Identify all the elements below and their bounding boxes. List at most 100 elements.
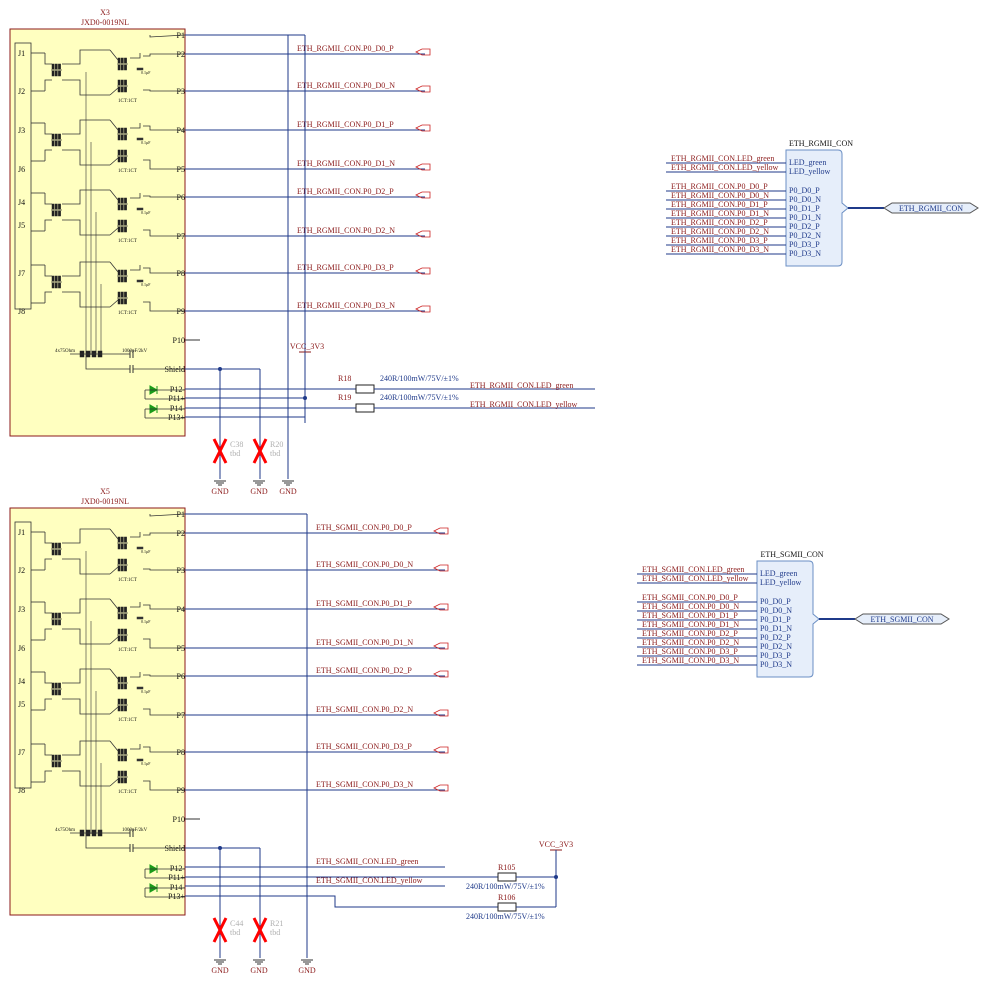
trace (143, 746, 185, 753)
hv-cap-label: 1000pF/2kV (122, 828, 148, 833)
net-label: ETH_RGMII_CON.P0_D3_P (671, 236, 768, 245)
net-port-arrow (415, 85, 431, 93)
coil-turn (117, 57, 121, 64)
trace (109, 299, 119, 308)
coil-turn (124, 635, 127, 642)
trace (44, 672, 52, 684)
xfmr-label: 1CT:1CT (118, 648, 137, 653)
trace (44, 602, 52, 614)
coil-turn (124, 683, 127, 690)
coil-turn (124, 291, 127, 298)
trace (143, 532, 185, 536)
gnd-symbol: GND (279, 480, 297, 496)
small-cap (136, 616, 144, 620)
transformer-core (117, 79, 128, 93)
cap-label: 0.1µF (141, 619, 151, 624)
pin-label: P4 (177, 126, 185, 135)
net-port-arrow (433, 603, 449, 611)
resistor-ref: R18 (338, 374, 351, 383)
coil-turn (54, 210, 58, 217)
coil-turn (124, 134, 127, 141)
trace (44, 149, 52, 161)
coil-turn (51, 542, 55, 549)
port-arrow (415, 267, 431, 275)
transformer-core (51, 682, 62, 696)
port-arrow (415, 305, 431, 313)
connector-x5: X5JXD0-0019NLP1P2P3P4P5P6P7P8P9P10Shield… (9, 487, 573, 975)
harness-entry: LED_green (760, 569, 797, 578)
resistor-body (355, 384, 375, 394)
pin-label: P12- (170, 385, 185, 394)
trace (44, 219, 52, 231)
coil-turn (117, 565, 121, 572)
cap-label: 0.1µF (141, 140, 151, 145)
coil-turn (58, 210, 61, 217)
xfmr-label: 1CT:1CT (118, 718, 137, 723)
coil-turn (58, 682, 61, 689)
coil-turn (124, 79, 127, 86)
harness-entry: P0_D2_N (760, 642, 792, 651)
net-label: ETH_RGMII_CON.P0_D1_P (297, 120, 394, 129)
net-label: ETH_RGMII_CON.P0_D1_N (297, 159, 395, 168)
coil-turn (117, 197, 121, 204)
coil-turn (51, 203, 55, 210)
coil-turn (120, 536, 124, 543)
coil-turn (51, 754, 55, 761)
net-label: ETH_RGMII_CON.P0_D3_N (297, 301, 395, 310)
trace (130, 744, 141, 750)
port-body (854, 613, 950, 625)
trace (109, 261, 119, 273)
trace (62, 79, 110, 96)
coil-turn (54, 203, 58, 210)
net-label: ETH_RGMII_CON.LED_green (470, 381, 573, 390)
coil-turn (124, 606, 127, 613)
harness-entry: LED_yellow (760, 578, 802, 587)
coil-turn (120, 149, 124, 156)
net-label: ETH_SGMII_CON.LED_yellow (642, 574, 749, 583)
dnp-cross (212, 917, 228, 943)
coil-turn (54, 140, 58, 147)
cap-label: 0.1µF (141, 70, 151, 75)
coil-turn (124, 197, 127, 204)
trace (62, 291, 110, 308)
jack-label: J5 (18, 700, 25, 709)
coil-turn (120, 705, 124, 712)
trace (62, 219, 110, 236)
trace (109, 706, 119, 715)
led-icon (144, 404, 185, 419)
connector-x3: X3JXD0-0019NLP1P2P3P4P5P6P7P8P9P10Shield… (9, 8, 595, 496)
pin-label: P6 (177, 193, 185, 202)
pin-label: P12- (170, 864, 185, 873)
small-cap (136, 279, 144, 283)
coil-turn (51, 612, 55, 619)
harness-eth-sgmii-con: ETH_SGMII_CONLED_greenETH_SGMII_CON.LED_… (637, 550, 950, 678)
coil-turn (54, 682, 58, 689)
net-label: ETH_SGMII_CON.P0_D3_P (316, 742, 412, 751)
net-label: ETH_SGMII_CON.P0_D1_P (316, 599, 412, 608)
trace (143, 674, 185, 677)
coil-turn (51, 210, 55, 217)
trace (143, 159, 185, 170)
coil-turn (120, 755, 124, 762)
net-port-arrow (433, 642, 449, 650)
coil-turn (120, 204, 124, 211)
jack-label: J1 (18, 528, 25, 537)
coil-turn (117, 86, 121, 93)
jack-label: J7 (18, 269, 25, 278)
coil-turn (51, 70, 55, 77)
port-arrow (433, 709, 449, 717)
net-label: ETH_SGMII_CON.P0_D0_P (642, 593, 738, 602)
coil-turn (54, 63, 58, 70)
coil-turn (124, 558, 127, 565)
jack-label: J1 (18, 49, 25, 58)
trace (143, 125, 185, 131)
net-port-arrow (433, 564, 449, 572)
port-arrow (433, 527, 449, 535)
coil-turn (54, 689, 58, 696)
coil-turn (58, 549, 61, 556)
coil-turn (124, 770, 127, 777)
trace (62, 49, 110, 65)
transformer-core (117, 219, 128, 233)
trace (130, 265, 141, 271)
